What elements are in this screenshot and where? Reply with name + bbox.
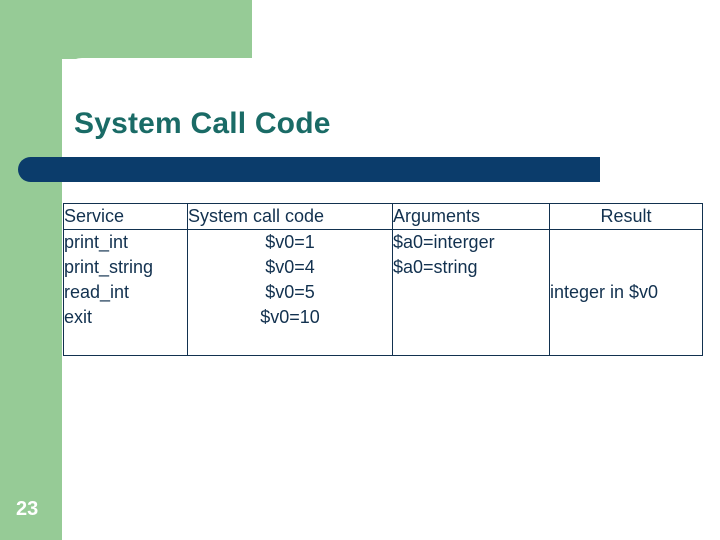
column-header-system-call-code: System call code	[187, 203, 393, 230]
cell-args-2: $a0=string	[393, 257, 478, 277]
cell-args-3	[393, 280, 549, 305]
cell-service-4: exit	[64, 307, 93, 327]
cell-code-3: $v0=5	[265, 282, 315, 302]
column-header-arguments: Arguments	[392, 203, 550, 230]
slide-page-number: 23	[16, 498, 39, 520]
cell-result-spacer	[550, 330, 702, 355]
cell-service-2: print_string	[64, 257, 154, 277]
cell-service-spacer	[64, 330, 187, 355]
system-call-table: Service System call code Arguments Resul…	[63, 203, 703, 356]
cell-args-spacer	[393, 330, 549, 355]
cell-result-4	[550, 305, 702, 330]
column-header-service: Service	[63, 203, 188, 230]
table-row: print_int print_string read_int exit $v0…	[63, 229, 703, 356]
cell-args-4	[393, 305, 549, 330]
page-title: System Call Code	[74, 107, 331, 140]
cell-service-column: print_int print_string read_int exit	[63, 229, 188, 356]
cell-result-1	[550, 230, 702, 255]
cell-code-1: $v0=1	[265, 232, 315, 252]
cell-code-4: $v0=10	[260, 307, 320, 327]
cell-code-2: $v0=4	[265, 257, 315, 277]
table-header-row: Service System call code Arguments Resul…	[63, 203, 703, 230]
cell-service-1: print_int	[64, 232, 129, 252]
cell-result-3: integer in $v0	[550, 282, 659, 302]
green-left-strip-decoration	[0, 0, 62, 540]
cell-arguments-column: $a0=interger $a0=string	[392, 229, 550, 356]
cell-system-call-code-column: $v0=1 $v0=4 $v0=5 $v0=10	[187, 229, 393, 356]
cell-args-1: $a0=interger	[393, 232, 495, 252]
navy-title-rule-bar	[18, 157, 600, 182]
column-header-result: Result	[549, 203, 703, 230]
cell-result-column: integer in $v0	[549, 229, 703, 356]
cell-code-spacer	[188, 330, 392, 355]
cell-result-2	[550, 255, 702, 280]
cell-service-3: read_int	[64, 282, 130, 302]
